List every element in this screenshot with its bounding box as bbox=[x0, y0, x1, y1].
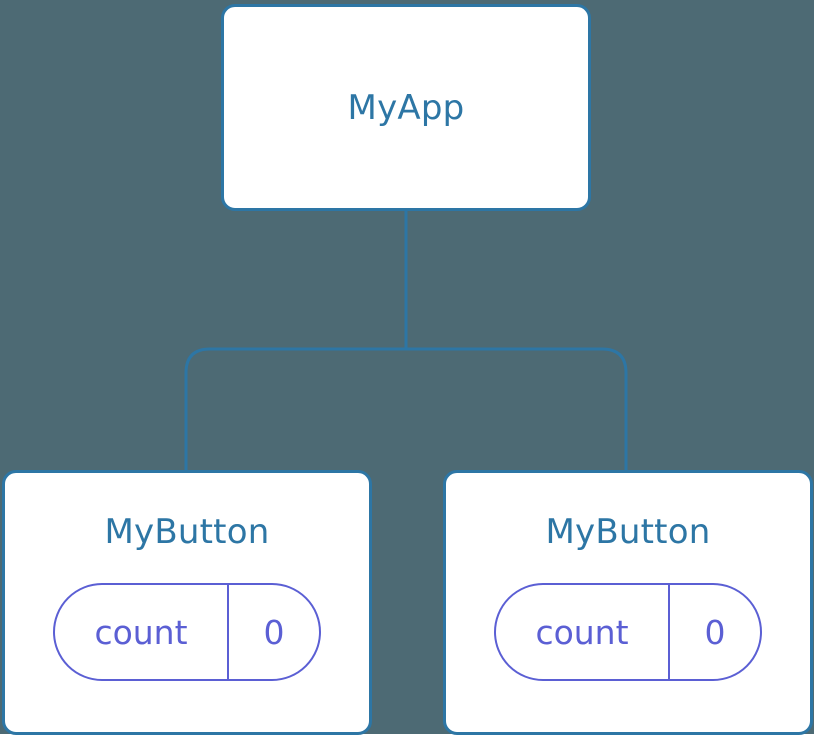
node-card-root[interactable]: MyApp bbox=[221, 4, 591, 211]
state-key-label: count bbox=[535, 612, 629, 652]
node-title: MyButton bbox=[104, 512, 270, 552]
state-pill[interactable]: count 0 bbox=[53, 583, 321, 681]
node-title: MyButton bbox=[545, 512, 711, 552]
state-key-label: count bbox=[94, 612, 188, 652]
state-value-label: 0 bbox=[668, 585, 760, 679]
node-card-child-2[interactable]: MyButton count 0 bbox=[443, 470, 813, 735]
node-title: MyApp bbox=[347, 87, 465, 128]
state-value-label: 0 bbox=[227, 585, 319, 679]
connector-child-bracket bbox=[184, 347, 628, 476]
node-card-child-1[interactable]: MyButton count 0 bbox=[2, 470, 372, 735]
state-pill[interactable]: count 0 bbox=[494, 583, 762, 681]
